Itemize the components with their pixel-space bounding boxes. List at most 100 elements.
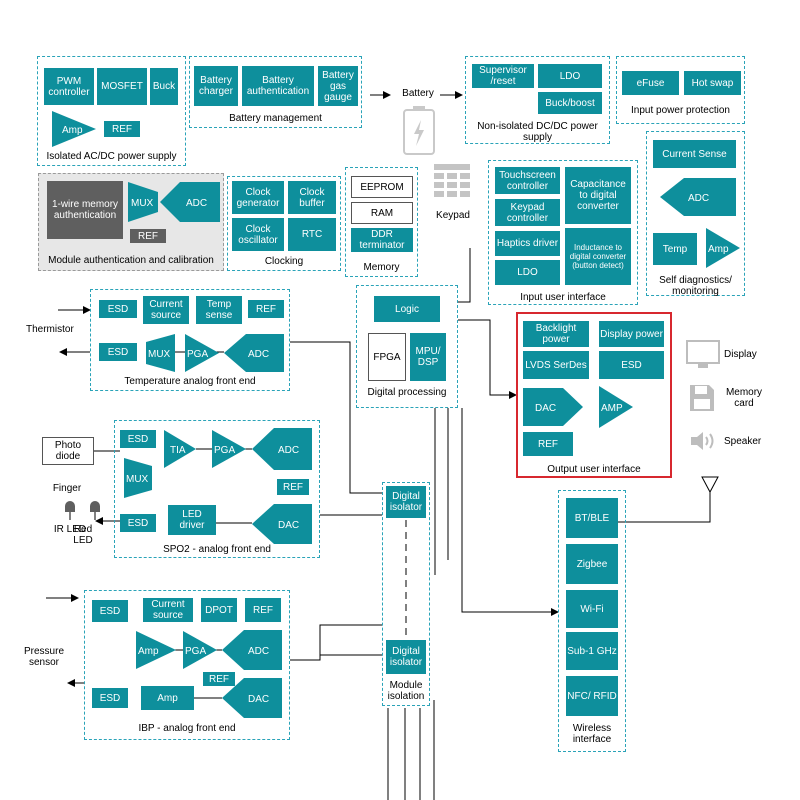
- led-driver-block[interactable]: LED driver: [168, 505, 216, 535]
- amp-triangle[interactable]: Amp: [52, 111, 96, 147]
- tia-triangle[interactable]: TIA: [164, 430, 196, 468]
- output-ui-highlight: [516, 312, 672, 478]
- output-ui-title: Output user interface: [547, 464, 641, 475]
- ibp-ref2-block[interactable]: REF: [203, 672, 235, 686]
- ref-block-gray[interactable]: REF: [130, 229, 166, 243]
- ref-block[interactable]: REF: [104, 121, 140, 137]
- inductance-converter-block[interactable]: Inductance to digital converter (button …: [565, 228, 631, 285]
- spo2-dac-label: DAC: [278, 520, 299, 531]
- clock-oscillator-block[interactable]: Clock oscillator: [232, 218, 284, 251]
- lvds-serdes-block[interactable]: LVDS SerDes: [523, 351, 589, 379]
- clocking-title: Clocking: [264, 256, 304, 267]
- zigbee-block[interactable]: Zigbee: [566, 544, 618, 584]
- touchscreen-controller-block[interactable]: Touchscreen controller: [495, 167, 560, 194]
- display-label: Display: [724, 349, 757, 360]
- spo2-pga-triangle[interactable]: PGA: [212, 430, 246, 468]
- ibp-afe-group: [84, 590, 290, 740]
- ibp-current-source-block[interactable]: Current source: [143, 598, 193, 622]
- logic-block[interactable]: Logic: [374, 296, 440, 322]
- pwm-controller-block[interactable]: PWM controller: [44, 68, 94, 105]
- self-diagnostics-title: Self diagnostics/ monitoring: [659, 275, 732, 297]
- capacitance-converter-block[interactable]: Capacitance to digital converter: [565, 167, 631, 224]
- temp-esd2-block[interactable]: ESD: [99, 343, 137, 361]
- clock-buffer-block[interactable]: Clock buffer: [288, 181, 336, 214]
- spo2-mux-trapezoid[interactable]: MUX: [124, 458, 152, 498]
- ibp-adc-shape[interactable]: ADC: [222, 630, 282, 670]
- eeprom-block[interactable]: EEPROM: [351, 176, 413, 198]
- hot-swap-block[interactable]: Hot swap: [684, 71, 741, 95]
- ldo-block[interactable]: LDO: [538, 64, 602, 88]
- buck-block[interactable]: Buck: [150, 68, 178, 105]
- display-icon: [686, 340, 720, 368]
- amp-label: Amp: [62, 125, 83, 136]
- ibp-dac-shape[interactable]: DAC: [222, 678, 282, 718]
- output-ref-block[interactable]: REF: [523, 432, 573, 456]
- ibp-amp2-block[interactable]: Amp: [141, 686, 194, 710]
- sub1ghz-block[interactable]: Sub-1 GHz: [566, 632, 618, 670]
- temp-esd1-block[interactable]: ESD: [99, 300, 137, 318]
- mpu-dsp-block[interactable]: MPU/ DSP: [410, 333, 446, 381]
- temp-sense-block[interactable]: Temp sense: [196, 296, 242, 324]
- finger-label: Finger: [52, 483, 82, 494]
- input-power-protection-group: [616, 56, 745, 124]
- dac-shape[interactable]: DAC: [523, 388, 583, 426]
- mosfet-block[interactable]: MOSFET: [97, 68, 147, 105]
- memory-auth-block[interactable]: 1-wire memory authentication: [47, 181, 123, 239]
- digital-isolator-1-block[interactable]: Digital isolator: [386, 486, 426, 518]
- ram-block[interactable]: RAM: [351, 202, 413, 224]
- ibp-amp1-triangle[interactable]: Amp: [136, 631, 176, 669]
- spo2-adc-shape[interactable]: ADC: [252, 428, 312, 470]
- self-diag-adc-shape[interactable]: ADC: [660, 178, 736, 216]
- battery-auth-block[interactable]: Battery authentication: [242, 66, 314, 106]
- keypad-controller-block[interactable]: Keypad controller: [495, 199, 560, 226]
- temp-adc-shape[interactable]: ADC: [224, 334, 284, 372]
- current-source-block[interactable]: Current source: [143, 296, 189, 324]
- efuse-block[interactable]: eFuse: [622, 71, 679, 95]
- memory-group: [345, 167, 418, 277]
- battery-icon: [403, 106, 435, 155]
- nfc-rfid-block[interactable]: NFC/ RFID: [566, 676, 618, 716]
- spo2-dac-shape[interactable]: DAC: [252, 504, 312, 544]
- tia-label: TIA: [170, 445, 186, 456]
- self-diag-amp-triangle[interactable]: Amp: [706, 228, 740, 268]
- backlight-power-block[interactable]: Backlight power: [523, 321, 589, 347]
- nonisolated-dcdc-group: [465, 56, 610, 144]
- ibp-esd1-block[interactable]: ESD: [92, 600, 128, 622]
- clock-generator-block[interactable]: Clock generator: [232, 181, 284, 214]
- wifi-block[interactable]: Wi-Fi: [566, 590, 618, 628]
- haptics-driver-block[interactable]: Haptics driver: [495, 231, 560, 256]
- output-amp-label: AMP: [601, 403, 623, 414]
- input-ldo-block[interactable]: LDO: [495, 260, 560, 285]
- temp-pga-label: PGA: [187, 349, 208, 360]
- temp-ref-block[interactable]: REF: [248, 300, 284, 318]
- rtc-block[interactable]: RTC: [288, 218, 336, 251]
- digital-isolator-2-block[interactable]: Digital isolator: [386, 640, 426, 674]
- spo2-esd1-block[interactable]: ESD: [120, 430, 156, 448]
- adc-shape[interactable]: ADC: [160, 182, 220, 222]
- supervisor-reset-block[interactable]: Supervisor /reset: [472, 64, 534, 88]
- output-amp-triangle[interactable]: AMP: [599, 386, 633, 428]
- dpot-block[interactable]: DPOT: [201, 598, 237, 622]
- current-sense-block[interactable]: Current Sense: [653, 140, 736, 168]
- temp-mux-trapezoid[interactable]: MUX: [146, 334, 175, 372]
- fpga-block[interactable]: FPGA: [368, 333, 406, 381]
- battery-gauge-block[interactable]: Battery gas gauge: [318, 66, 358, 106]
- output-esd-block[interactable]: ESD: [599, 351, 664, 379]
- temp-pga-triangle[interactable]: PGA: [185, 334, 219, 372]
- ibp-ref1-block[interactable]: REF: [245, 598, 281, 622]
- ddr-terminator-block[interactable]: DDR terminator: [351, 228, 413, 252]
- mux-trapezoid[interactable]: MUX: [128, 182, 158, 222]
- buck-boost-block[interactable]: Buck/boost: [538, 92, 602, 114]
- input-power-protection-title: Input power protection: [631, 105, 730, 116]
- battery-charger-block[interactable]: Battery charger: [194, 66, 238, 106]
- spo2-ref-block[interactable]: REF: [277, 479, 309, 495]
- ibp-pga-triangle[interactable]: PGA: [183, 631, 217, 669]
- bt-ble-block[interactable]: BT/BLE: [566, 498, 618, 538]
- memory-card-icon: [690, 385, 714, 411]
- temp-block[interactable]: Temp: [653, 233, 697, 265]
- spo2-esd2-block[interactable]: ESD: [120, 514, 156, 532]
- ibp-esd2-block[interactable]: ESD: [92, 688, 128, 708]
- digital-processing-title: Digital processing: [367, 387, 447, 398]
- display-power-block[interactable]: Display power: [599, 321, 664, 347]
